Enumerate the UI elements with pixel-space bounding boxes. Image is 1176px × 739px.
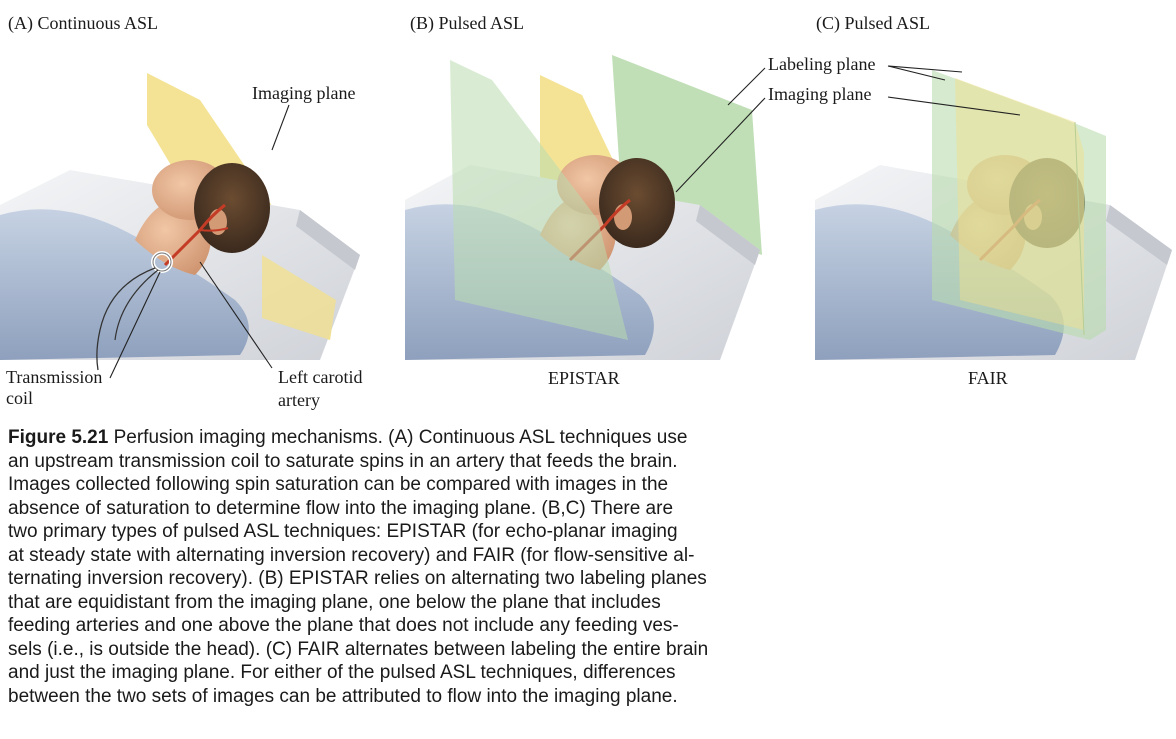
imaging-plane-c bbox=[955, 78, 1084, 330]
panel-b-heading: (B) Pulsed ASL bbox=[410, 13, 524, 34]
caption-line: feeding arteries and one above the plane… bbox=[8, 615, 679, 636]
caption-line: between the two sets of images can be at… bbox=[8, 685, 678, 707]
caption-line: Perfusion imaging mechanisms. (A) Contin… bbox=[108, 427, 688, 448]
label-coil: coil bbox=[6, 388, 33, 408]
leader-labeling-plane-c bbox=[887, 65, 963, 73]
label-labeling-plane: Labeling plane bbox=[768, 54, 875, 74]
hospital-gown bbox=[0, 209, 249, 360]
coil-cable bbox=[96, 267, 156, 371]
leader-transmission-coil bbox=[109, 271, 161, 379]
label-epistar: EPISTAR bbox=[548, 368, 620, 388]
figure-illustration: (A) Continuous ASL Imagi bbox=[0, 13, 1172, 410]
panel-c-heading: (C) Pulsed ASL bbox=[816, 13, 930, 34]
label-imaging-plane-a: Imaging plane bbox=[252, 83, 355, 103]
caption-line: an upstream transmission coil to saturat… bbox=[8, 450, 678, 472]
caption-title: Figure 5.21 bbox=[8, 427, 109, 448]
figure-caption: Figure 5.21 Perfusion imaging mechanisms… bbox=[8, 426, 768, 708]
label-left-carotid: Left carotid bbox=[278, 367, 362, 387]
imaging-plane-a-front bbox=[262, 255, 336, 340]
labeling-plane-c bbox=[932, 70, 1106, 340]
panel-b: (B) Pulsed ASL EPISTAR bbox=[405, 13, 762, 388]
caption-line: two primary types of pulsed ASL techniqu… bbox=[8, 521, 678, 542]
panel-a-heading: (A) Continuous ASL bbox=[8, 13, 158, 34]
caption-line: and just the imaging plane. For either o… bbox=[8, 662, 676, 683]
caption-line: at steady state with alternating inversi… bbox=[8, 544, 695, 566]
label-fair: FAIR bbox=[968, 368, 1008, 388]
caption-line: Images collected following spin saturati… bbox=[8, 474, 669, 495]
caption-line: absence of saturation to determine flow … bbox=[8, 497, 674, 519]
leader-labeling-plane-b bbox=[727, 67, 766, 106]
patient-hair bbox=[599, 158, 675, 248]
panel-c: (C) Pulsed ASL FAIR bbox=[815, 13, 1172, 388]
patient-hair bbox=[194, 163, 270, 253]
label-transmission: Transmission bbox=[6, 367, 102, 387]
labeling-plane-b-lower bbox=[450, 60, 628, 340]
leader-left-carotid bbox=[199, 261, 273, 369]
label-imaging-plane-c: Imaging plane bbox=[768, 84, 871, 104]
panel-a: (A) Continuous ASL Imagi bbox=[0, 13, 362, 410]
leader-imaging-plane-c bbox=[887, 96, 1021, 116]
caption-line: that are equidistant from the imaging pl… bbox=[8, 591, 661, 613]
caption-line: ternating inversion recovery). (B) EPIST… bbox=[8, 568, 707, 589]
leader-imaging-plane-a bbox=[271, 104, 290, 151]
label-artery: artery bbox=[278, 390, 320, 410]
caption-line: sels (i.e., is outside the head). (C) FA… bbox=[8, 638, 709, 660]
leader-imaging-plane-b bbox=[675, 97, 766, 193]
